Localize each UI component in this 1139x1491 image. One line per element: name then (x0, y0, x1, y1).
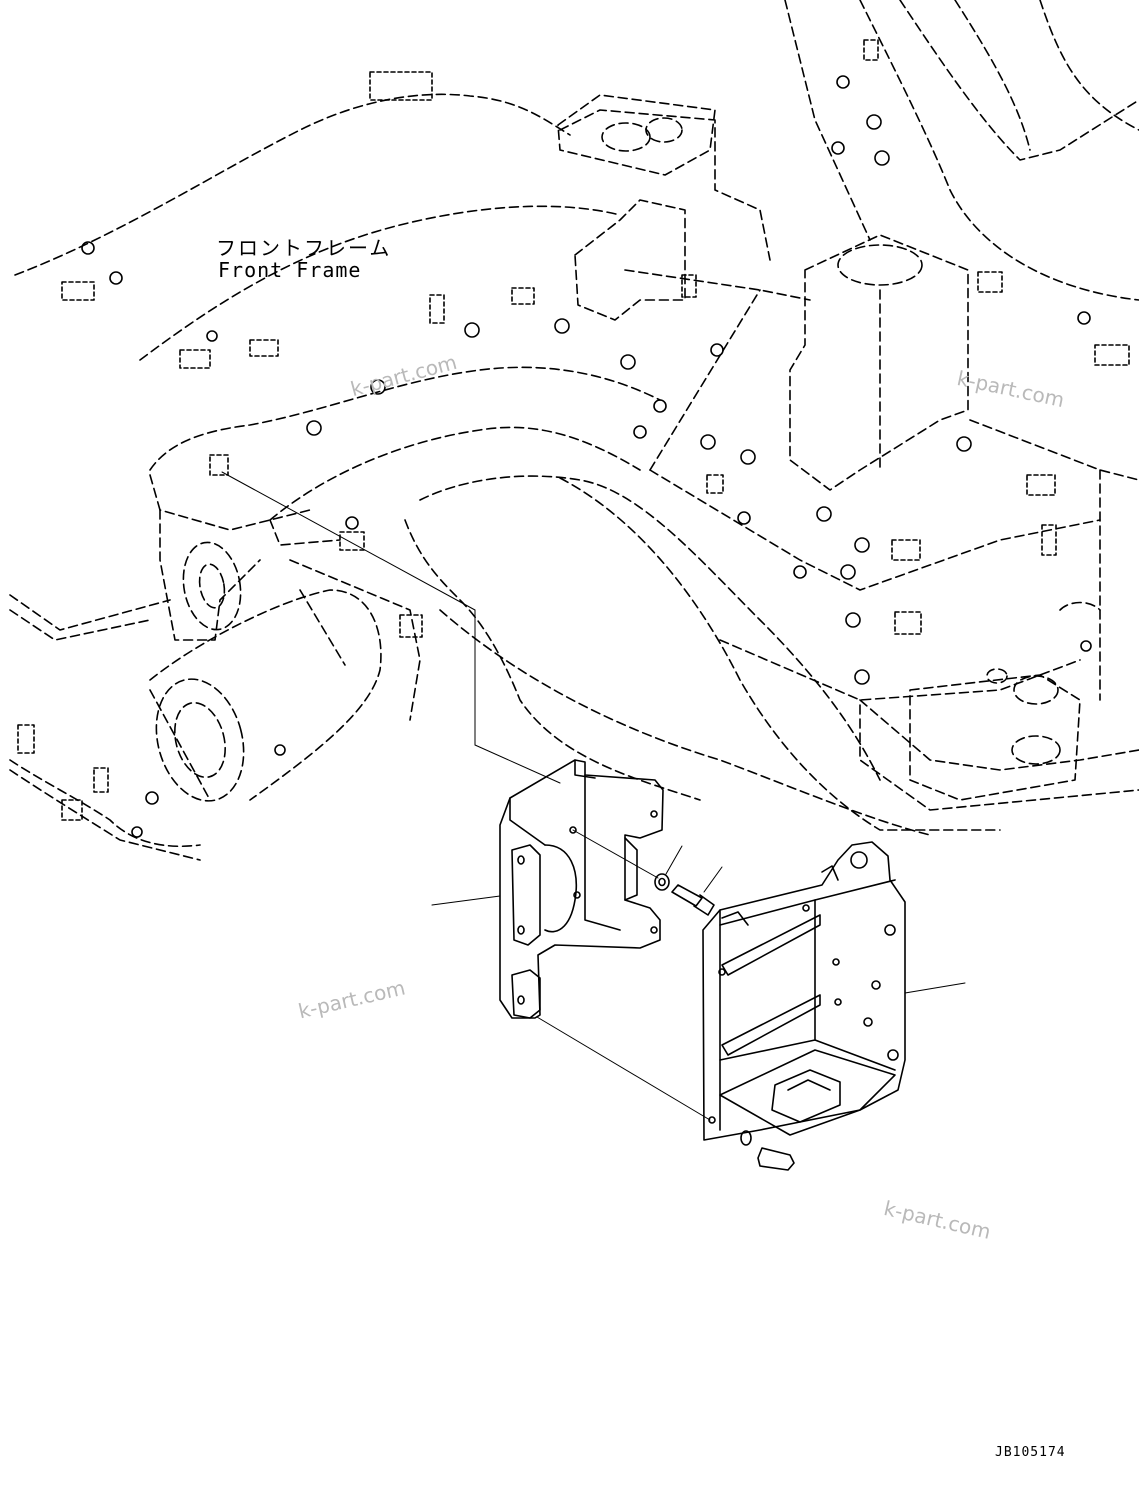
frame-fittings (17, 39, 1130, 821)
washer-and-bolt (654, 873, 795, 1171)
leader-lines (221, 471, 966, 1121)
front-frame-outline (9, 0, 1139, 861)
drawing-id: JB105174 (995, 1445, 1066, 1460)
mounting-bracket (499, 759, 664, 1019)
frame-bosses (81, 75, 1092, 838)
front-frame-label-jp: フロントフレーム (216, 236, 392, 260)
battery-box (702, 841, 906, 1141)
front-frame-label-en: Front Frame (218, 258, 362, 282)
